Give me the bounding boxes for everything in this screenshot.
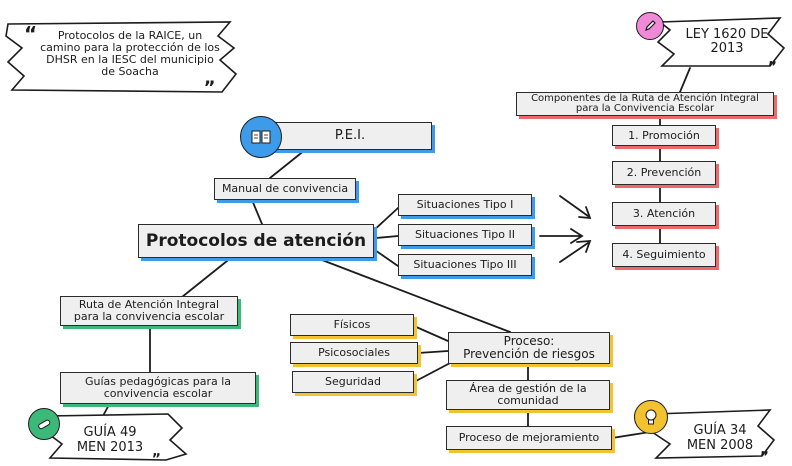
guia49-line1: GUÍA 49 [83,425,137,440]
mejoramiento-node: Proceso de mejoramiento [446,426,612,450]
pill-icon [28,408,60,440]
guias-node: Guías pedagógicas para la convivencia es… [60,372,256,404]
ruta-line1: Ruta de Atención Integral [78,298,220,311]
quote-close-mark: „ [204,68,216,89]
mejoramiento-label: Proceso de mejoramiento [458,431,600,444]
situacion-label: Situaciones Tipo II [415,228,515,241]
manual-node: Manual de convivencia [214,178,356,200]
ruta-node: Ruta de Atención Integral para la conviv… [60,296,238,326]
proceso-line2: Prevención de riesgos [463,347,595,361]
riesgo-label: Seguridad [325,375,381,388]
components-title: Componentes de la Ruta de Atención Integ… [516,92,774,116]
ruta-line2: para la convivencia escolar [73,310,225,323]
situacion-tipo-2: Situaciones Tipo II [398,224,532,246]
area-line2: comunidad [497,394,559,407]
central-label: Protocolos de atención [145,231,367,251]
situacion-tipo-3: Situaciones Tipo III [398,254,532,276]
book-icon [240,116,282,158]
components-title-text: Componentes de la Ruta de Atención Integ… [531,93,759,114]
ley-line1: LEY 1620 DE [685,27,769,42]
lightbulb-icon [634,400,668,434]
guia49-banner-shape [45,413,188,461]
riesgo-label: Físicos [333,318,371,331]
component-label: 2. Prevención [626,166,702,179]
guia49-line2: MEN 2013 [76,440,144,455]
manual-label: Manual de convivencia [221,182,349,195]
riesgo-label: Psicosociales [318,346,390,359]
component-prevencion: 2. Prevención [612,161,716,185]
situacion-tipo-1: Situaciones Tipo I [398,194,532,216]
ley-banner-shape [656,17,786,67]
component-label: 3. Atención [632,207,696,220]
pencil-icon [636,12,664,40]
proceso-line1: Proceso: [503,334,555,348]
ley-quote-mark: „ [768,52,778,68]
quote-text: Protocolos de la RAICE, un camino para l… [40,29,220,78]
central-node: Protocolos de atención [138,224,374,258]
riesgo-fisicos: Físicos [290,314,414,336]
component-promocion: 1. Promoción [612,125,716,146]
component-label: 4. Seguimiento [622,248,706,261]
proceso-node: Proceso: Prevención de riesgos [448,332,610,364]
guias-line1: Guías pedagógicas para la [84,375,232,388]
guia34-line1: GUÍA 34 [693,423,747,438]
situacion-label: Situaciones Tipo I [416,198,514,211]
pei-node: P.E.I. [268,122,432,150]
situacion-label: Situaciones Tipo III [413,258,517,271]
guia34-quote-mark: „ [760,442,770,458]
guia34-line2: MEN 2008 [686,438,754,453]
component-atencion: 3. Atención [612,202,716,226]
pei-label: P.E.I. [334,128,366,143]
component-seguimiento: 4. Seguimiento [612,243,716,267]
quote-open-mark: “ [24,22,38,46]
area-line1: Área de gestión de la [469,382,587,395]
guia49-quote-mark: „ [152,444,162,460]
ley-line2: 2013 [710,41,744,56]
quote-banner-shape [5,21,238,93]
riesgo-psicosociales: Psicosociales [290,342,418,364]
guias-line2: convivencia escolar [103,387,213,400]
area-node: Área de gestión de la comunidad [446,380,610,410]
riesgo-seguridad: Seguridad [292,371,414,393]
component-label: 1. Promoción [628,128,700,142]
